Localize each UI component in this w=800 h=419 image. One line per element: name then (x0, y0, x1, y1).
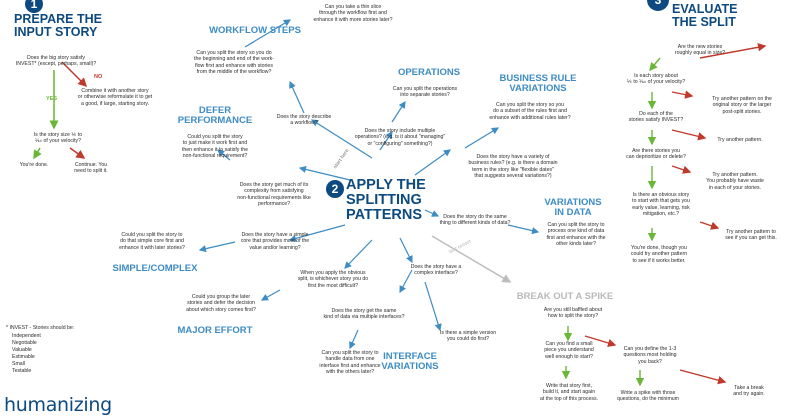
center-number-badge: 2 (326, 180, 344, 198)
invest-item: Testable (12, 368, 32, 374)
variations-same-thing-question: Does the story do the same thing to diff… (439, 214, 511, 227)
simple-core-first-question: Could you split the story to do that sim… (119, 232, 185, 251)
prepare-arrows (33, 61, 88, 160)
business-rule-title: BUSINESS RULE VARIATIONS (499, 73, 577, 94)
business-variety-question: Does the story have a variety of busines… (468, 154, 558, 179)
prepare-number-badge: 1 (25, 0, 43, 13)
interface-one-first-question: Can you split the story to handle data f… (319, 350, 381, 375)
evaluate-velocity-question: Is each story about ⅙ to ⅒ of your veloc… (626, 73, 686, 86)
prepare-title: PREPARE THE INPUT STORY (14, 12, 102, 39)
evaluate-try-another-waste: Try another pattern. You probably have w… (706, 172, 764, 191)
workflow-steps-title: WORKFLOW STEPS (209, 25, 301, 36)
spike-write-story-action: Write that story first, build it, and st… (540, 383, 598, 402)
interface-variations-title: INTERFACE VARIATIONS (381, 351, 439, 372)
prepare-continue: Continue. You need to split it. (74, 162, 108, 175)
defer-performance-title: DEFER PERFORMANCE (177, 105, 253, 126)
prepare-yes-label: YES (46, 96, 58, 102)
evaluate-deprioritize-question: Are there stories you can deprioritize o… (626, 148, 686, 161)
evaluate-obvious-start-question: Is there an obvious story to start with … (632, 192, 690, 217)
interface-multiple-question: Does the story get the same kind of data… (323, 308, 405, 321)
spike-baffled-question: Are you still baffled about how to split… (543, 307, 603, 320)
evaluate-try-another-1: Try another pattern. (717, 137, 763, 143)
evaluate-number-badge-bg (647, 0, 669, 11)
evaluate-try-another-larger: Try another pattern on the original stor… (712, 96, 772, 115)
workflow-describe-question: Does the story describe a workflow? (276, 114, 332, 127)
invest-item: Negotiable (12, 340, 37, 346)
operations-title: OPERATIONS (397, 67, 461, 78)
prepare-no-label: NO (94, 74, 103, 80)
business-subset-question: Can you split the story so you do a subs… (489, 102, 571, 121)
spike-write-spike-action: Write a spike with those questions, do t… (617, 390, 679, 403)
prepare-combine-note: Combine it with another story or otherwi… (77, 88, 153, 107)
interface-complex-question: Does the story have a complex interface? (410, 264, 462, 277)
defer-nonfunctional-question: Does the story get much of its complexit… (237, 182, 311, 207)
evaluate-arrows (647, 43, 767, 242)
prepare-size-question: Is the story size ⅙ to ⅒ of your velocit… (33, 132, 83, 145)
center-title: APPLY THE SPLITTING PATTERNS (346, 177, 426, 223)
spike-flow-arrows (561, 326, 727, 387)
spike-questions-holding-question: Can you define the 1-3 questions most ho… (623, 346, 677, 365)
evaluate-try-another-value: Try another pattern to see if you can ge… (725, 229, 777, 242)
invest-item: Small (12, 361, 25, 367)
simple-complex-title: SIMPLE/COMPLEX (112, 263, 198, 274)
variations-one-kind-question: Can you split the story to process one k… (546, 222, 606, 247)
operations-multiple-question: Does the story include multiple operatio… (354, 128, 446, 147)
spike-take-break-action: Take a break and try again. (733, 385, 765, 398)
interface-simple-version-question: Is there a simple version you could do f… (439, 330, 497, 343)
evaluate-done-note: You're done, though you could try anothe… (630, 245, 688, 264)
evaluate-invest-question: Do each of the stories satisfy INVEST? (628, 111, 684, 124)
evaluate-equal-size-question: Are the new stories roughly equal in siz… (674, 44, 726, 57)
defer-make-work-question: Could you split the story to just make i… (181, 134, 249, 159)
invest-note-heading: * INVEST - Stories should be: (6, 325, 75, 331)
major-effort-title: MAJOR EFFORT (177, 325, 253, 336)
radial-arrows (198, 19, 540, 350)
workflow-begin-end-question: Can you split the story so you do the be… (194, 50, 274, 75)
invest-item: Independent (12, 333, 41, 339)
prepare-done: You're done. (19, 162, 49, 168)
variations-in-data-title: VARIATIONS IN DATA (544, 197, 602, 218)
invest-item: Valuable (12, 347, 32, 353)
operations-split-question: Can you split the operations into separa… (392, 86, 458, 99)
evaluate-title: EVALUATE THE SPLIT (672, 2, 738, 29)
simple-core-question: Does the story have a simple core that p… (240, 232, 310, 251)
invest-item: Estimable (12, 354, 35, 360)
major-group-question: Could you group the later stories and de… (186, 294, 256, 313)
major-difficult-question: When you apply the obvious split, is whi… (297, 270, 369, 289)
evaluate-number-badge: 3 (654, 0, 662, 7)
spike-small-piece-question: Can you find a small piece you understan… (544, 341, 594, 360)
break-out-spike-title: BREAK OUT A SPIKE (516, 291, 614, 302)
brand-logo: humanizing (4, 394, 112, 416)
prepare-invest-question: Does the big story satisfy INVEST* (exce… (15, 55, 97, 68)
spike-arrows (431, 235, 512, 283)
workflow-thin-slice-question: Can you take a thin slice through the wo… (313, 4, 393, 23)
